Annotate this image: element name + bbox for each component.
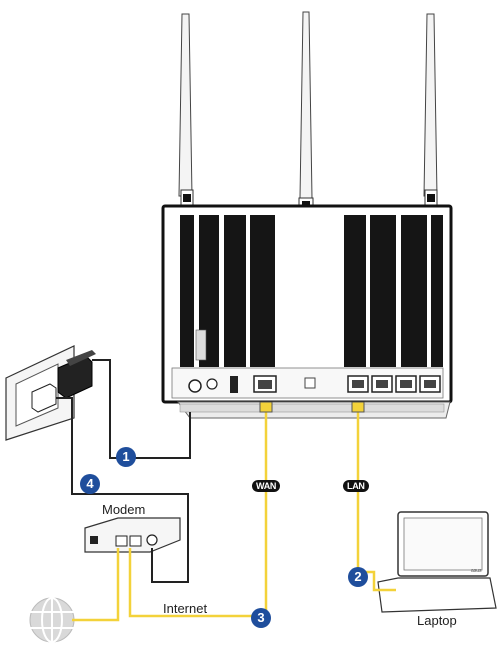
antenna-left (178, 13, 194, 207)
antenna-middle (298, 11, 314, 211)
laptop-label: Laptop (417, 613, 457, 628)
wan-plug (259, 401, 273, 413)
modem-label: Modem (102, 502, 146, 517)
step-badge-1: 1 (116, 447, 136, 467)
modem-icon (84, 517, 181, 553)
internet-label: Internet (163, 601, 208, 616)
antenna-right (423, 13, 438, 207)
laptop-brand-label: asus (471, 568, 482, 574)
lan-plug (351, 401, 365, 413)
step-badge-2: 2 (348, 567, 368, 587)
step-badge-4: 4 (80, 474, 100, 494)
wan-tag: WAN (252, 480, 281, 492)
ethernet-cables (72, 408, 396, 622)
globe-icon (29, 597, 75, 643)
step-badge-3: 3 (251, 608, 271, 628)
router-icon (161, 204, 453, 419)
power-cable (56, 359, 191, 583)
laptop-icon (377, 511, 497, 613)
lan-tag: LAN (343, 480, 369, 492)
power-adapter-icon (31, 350, 96, 413)
